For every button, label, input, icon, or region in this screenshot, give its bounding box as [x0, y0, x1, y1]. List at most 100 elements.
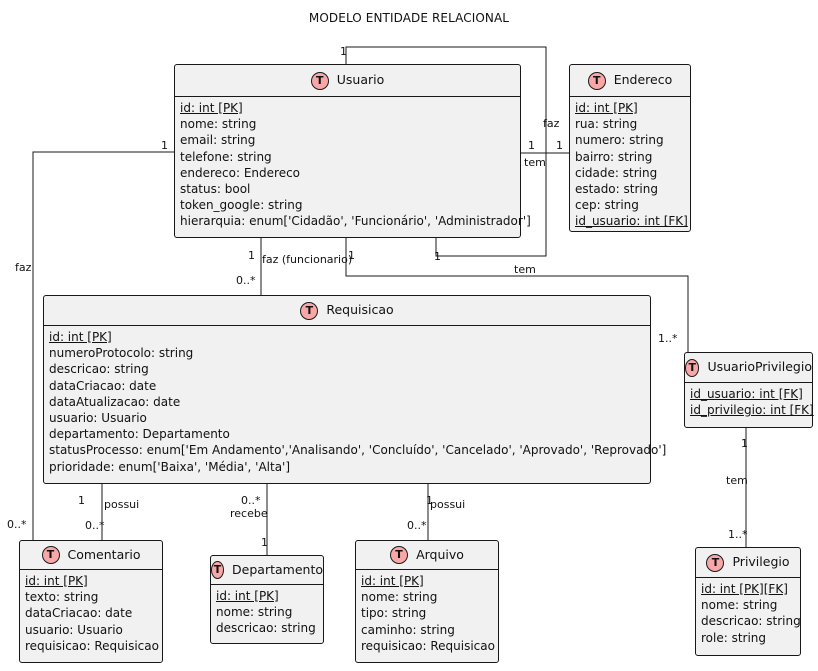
label-self-top-multiplicity: 1 [340, 45, 347, 58]
entity-header: T Arquivo [356, 541, 498, 570]
entity-field: id: int [PK] [49, 330, 112, 344]
table-icon: T [390, 546, 409, 564]
label-comentario-requisicao-multiplicity: 1 [78, 494, 85, 507]
link-usuario-usuarioprivilegio [345, 238, 689, 352]
entity-field: bairro: string [575, 149, 653, 164]
label-departamento-multiplicity: 1 [261, 536, 268, 549]
entity-field: cidade: string [575, 165, 658, 180]
label-usuarioprivilegio-verb: tem [514, 263, 536, 276]
entity-field: id: int [PK] [575, 101, 638, 115]
table-icon: T [706, 553, 725, 572]
label-requisicao-usuario-multiplicity: 1 [248, 249, 255, 262]
entity-field: telefone: string [180, 149, 272, 164]
entity-header: T Departamento [211, 556, 323, 585]
table-icon: T [587, 71, 606, 90]
entity-field: id: int [PK][FK] [701, 582, 788, 596]
entity-name: Requisicao [326, 302, 394, 318]
entity-field: statusProcesso: enum['Em Andamento','Ana… [49, 443, 667, 458]
label-usuarioprivilegio-multiplicity: 1..* [658, 332, 678, 345]
label-departamento-verb: recebe [230, 507, 268, 520]
label-privilegio-source-multiplicity: 1 [741, 437, 748, 450]
entity-field: rua: string [575, 117, 638, 132]
label-comentario-target-multiplicity: 0..* [85, 519, 105, 532]
entity-name: Privilegio [732, 554, 790, 570]
label-requisicao-verb: faz (funcionario) [262, 253, 353, 266]
entity-field: role: string [701, 630, 767, 645]
label-comentario-multiplicity: 0..* [7, 518, 27, 531]
label-comentario-possui-verb: possui [104, 498, 140, 511]
diagram-title: MODELO ENTIDADE RELACIONAL [308, 11, 510, 25]
entity-field: endereco: Endereco [180, 165, 301, 180]
entity-field: dataCriacao: date [25, 606, 133, 621]
entity-name: UsuarioPrivilegio [707, 359, 812, 375]
entity-field: numeroProtocolo: string [49, 346, 194, 361]
table-icon: T [41, 546, 60, 564]
entity-field: usuario: Usuario [25, 622, 123, 637]
label-requisicao-multiplicity: 0..* [236, 274, 256, 287]
label-departamento-requisicao-multiplicity: 0..* [241, 494, 261, 507]
entity-field: texto: string [25, 590, 99, 605]
entity-fields: id_usuario: int [FK]id_privilegio: int [… [685, 383, 814, 418]
label-privilegio-multiplicity: 1..* [728, 528, 748, 541]
label-self-bottom-multiplicity: 1 [434, 250, 441, 263]
entity-name: Arquivo [416, 546, 464, 562]
entity-header: T Endereco [570, 65, 690, 97]
table-icon: T [211, 561, 225, 579]
table-icon: T [300, 301, 319, 320]
entity-field: nome: string [701, 598, 778, 613]
entity-field: status: bool [180, 182, 251, 197]
entity-field: nome: string [361, 590, 438, 605]
label-usuarioprivilegio-usuario-multiplicity: 1 [348, 249, 355, 262]
entity-field: usuario: Usuario [49, 411, 147, 426]
entity-field: descricao: string [701, 614, 801, 629]
entity-field: descricao: string [49, 362, 149, 377]
entity-field: id: int [PK] [180, 101, 243, 115]
entity-header: T Requisicao [44, 296, 650, 326]
entity-field: cep: string [575, 198, 639, 213]
link-usuario-comentario [32, 151, 174, 540]
entity-field: nome: string [180, 117, 257, 132]
label-privilegio-verb: tem [726, 474, 748, 487]
entity-field: dataAtualizacao: date [49, 394, 181, 409]
label-comentario-usuario-multiplicity: 1 [161, 139, 168, 152]
entity-name: Endereco [613, 72, 673, 88]
entity-field: id_privilegio: int [FK] [690, 403, 814, 418]
entity-header: T Privilegio [696, 548, 800, 578]
label-endereco-multiplicity: 1 [556, 139, 563, 152]
entity-field: estado: string [575, 182, 658, 197]
entity-field: id_usuario: int [FK] [575, 214, 688, 229]
entity-field: hierarquia: enum['Cidadão', 'Funcionário… [180, 214, 531, 229]
entity-field: departamento: Departamento [49, 427, 230, 442]
entity-name: Departamento [232, 561, 323, 577]
entity-field: token_google: string [180, 198, 303, 213]
entity-field: id: int [PK] [361, 574, 424, 588]
entity-field: requisicao: Requisicao [25, 638, 159, 653]
link-usuario-self [345, 46, 547, 257]
label-arquivo-multiplicity: 0..* [407, 519, 427, 532]
entity-field: id: int [PK] [25, 574, 88, 588]
entity-field: numero: string [575, 133, 664, 148]
label-endereco-verb: tem [524, 156, 546, 169]
entity-field: tipo: string [361, 606, 427, 621]
entity-field: prioridade: enum['Baixa', 'Média', 'Alta… [49, 459, 291, 474]
label-self-verb: faz [543, 117, 560, 130]
entity-field: dataCriacao: date [49, 378, 157, 393]
entity-requisicao[interactable]: T Requisicao id: int [PK] numeroProtocolo: … [43, 295, 667, 484]
